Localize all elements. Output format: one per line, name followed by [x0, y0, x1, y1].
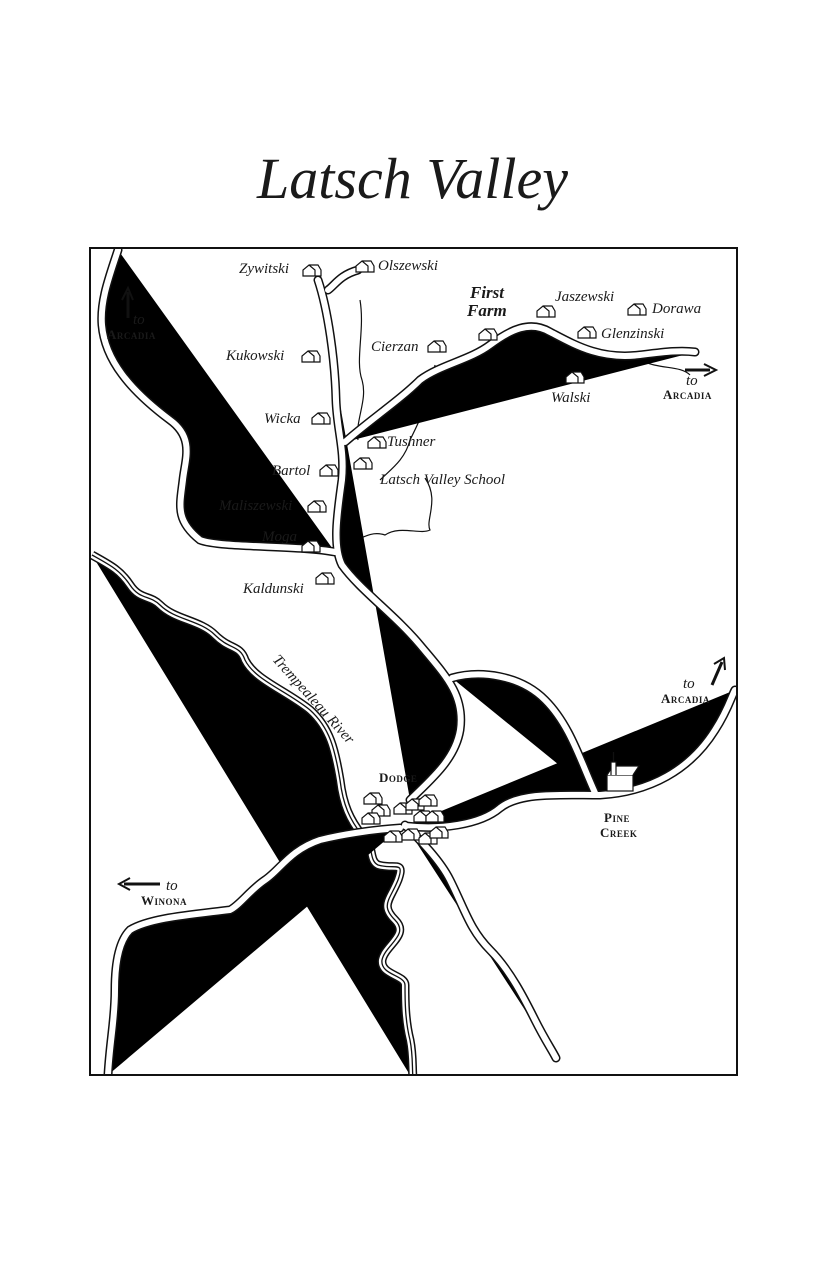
label-moga: Moga	[261, 529, 297, 545]
roads	[102, 250, 735, 1074]
label-maliszewski: Maliszewski	[218, 498, 292, 514]
label-bartol: Bartol	[272, 463, 310, 479]
arrow-left-icon	[116, 877, 160, 891]
label-walski: Walski	[551, 390, 590, 406]
house-icon	[478, 328, 498, 341]
church-icon	[606, 752, 641, 792]
label-dorawa: Dorawa	[651, 301, 701, 317]
map-title: Latsch Valley	[257, 146, 568, 211]
label-wicka: Wicka	[264, 411, 301, 427]
label-arcadia-ne: Arcadia	[661, 691, 710, 706]
label-jaszewski: Jaszewski	[555, 289, 614, 305]
house-icon	[301, 350, 321, 363]
map-frame	[89, 247, 738, 1076]
label-cierzan: Cierzan	[371, 339, 419, 355]
label-zywitski: Zywitski	[239, 261, 289, 277]
trempealeau-river	[92, 555, 413, 1074]
arrow-up-icon	[121, 285, 134, 318]
label-to-east: to	[686, 373, 698, 389]
label-pine-creek-line1: Pine	[604, 810, 630, 825]
label-kukowski: Kukowski	[225, 348, 284, 364]
arrow-ne-icon	[710, 656, 726, 686]
label-arcadia-nw: Arcadia	[107, 327, 156, 342]
house-icon	[307, 500, 327, 513]
house-icon	[577, 326, 597, 339]
arrow-right-icon	[685, 363, 719, 377]
house-icon	[311, 412, 331, 425]
house-icon	[355, 260, 375, 273]
label-kaldunski: Kaldunski	[242, 581, 304, 597]
house-icon	[536, 305, 556, 318]
school-icon	[353, 457, 373, 470]
house-icon	[427, 340, 447, 353]
label-winona: Winona	[141, 893, 187, 908]
label-pine-creek-line2: Creek	[600, 825, 637, 840]
label-arcadia-east: Arcadia	[663, 387, 712, 402]
label-to-nw: to	[133, 312, 145, 328]
label-first-farm-line2: Farm	[466, 301, 507, 320]
label-dodge: Dodge	[379, 770, 417, 785]
label-to-west: to	[166, 878, 178, 894]
label-latsch-valley-school: Latsch Valley School	[379, 472, 505, 488]
label-olszewski: Olszewski	[378, 258, 438, 274]
house-icon	[302, 264, 322, 277]
label-first-farm-line1: First	[469, 283, 505, 302]
house-icon	[315, 572, 335, 585]
label-glenzinski: Glenzinski	[601, 326, 664, 342]
house-icon	[627, 303, 647, 316]
house-icon	[367, 436, 387, 449]
label-tushner: Tushner	[387, 434, 436, 450]
house-icon	[319, 464, 339, 477]
label-to-ne: to	[683, 676, 695, 692]
